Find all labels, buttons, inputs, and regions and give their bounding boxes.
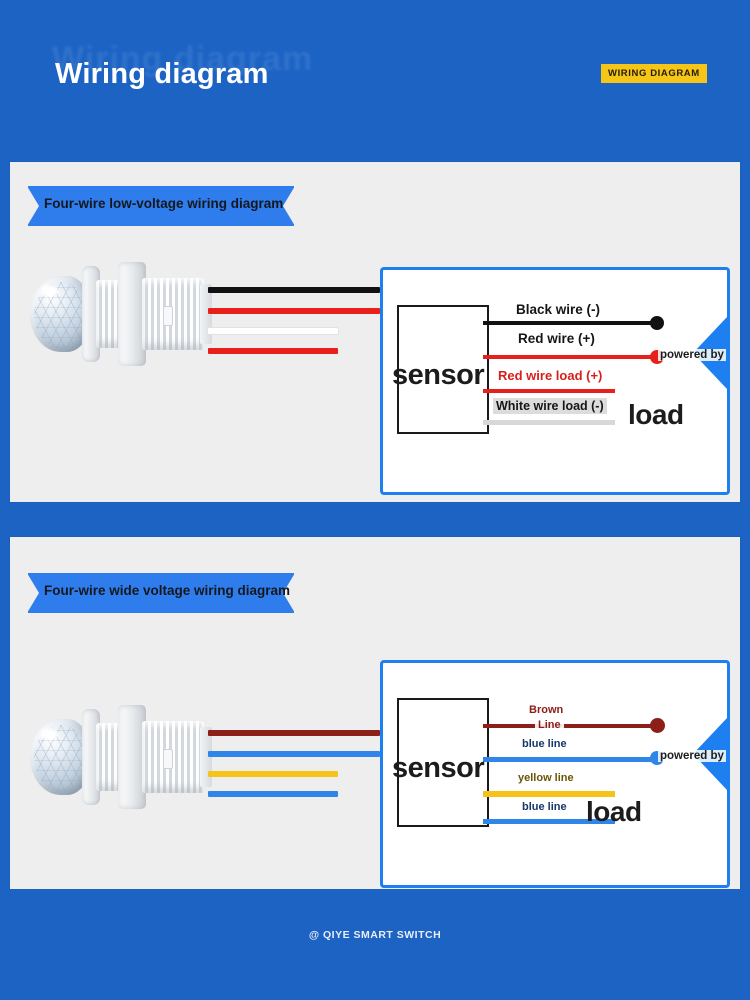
device-wire-blue-load — [208, 791, 338, 797]
sensor-thread-rear — [142, 721, 204, 793]
sensor-collar-nut — [118, 262, 146, 366]
schematic-terminal-brown — [650, 718, 665, 733]
device-wire-red-source — [208, 308, 380, 314]
section-tag-wide-voltage — [28, 573, 294, 613]
powered-by-label: powered by — [658, 750, 726, 762]
sensor-block-label: sensor — [392, 359, 485, 391]
sensor-body-slot — [163, 749, 173, 769]
sensor-body-slot — [163, 306, 173, 326]
load-block-label: load — [586, 796, 642, 827]
wire-label-brown-line2: Line — [535, 719, 564, 731]
pir-dome-lens-icon — [30, 276, 92, 352]
load-block-label: load — [628, 399, 684, 430]
status-badge: WIRING DIAGRAM — [601, 64, 707, 83]
section-panel-low-voltage: Four-wire low-voltage wiring diagram sen… — [10, 162, 740, 502]
schematic-wire-blue-source — [483, 757, 659, 762]
device-wire-yellow — [208, 771, 338, 777]
footer-brand-text: @ QIYE SMART SWITCH — [308, 929, 442, 941]
page-footer: @ QIYE SMART SWITCH — [0, 889, 750, 1000]
schematic-wire-red-load — [483, 389, 615, 393]
sensor-thread-rear — [142, 278, 204, 350]
wire-label-blue-source: blue line — [519, 738, 570, 750]
section-title-low-voltage: Four-wire low-voltage wiring diagram — [44, 196, 284, 211]
section-tag-low-voltage — [28, 186, 294, 226]
sensor-product-photo-low-voltage — [30, 262, 380, 372]
sensor-collar-nut — [118, 705, 146, 809]
schematic-wire-brown — [483, 724, 659, 728]
device-wire-blue-source — [208, 751, 380, 757]
device-wire-brown — [208, 730, 380, 736]
device-wire-black — [208, 287, 380, 293]
header-watermark-text: Wiring diagram — [52, 40, 314, 78]
sensor-thread-front — [96, 723, 122, 791]
sensor-block-low-voltage — [397, 305, 489, 434]
device-wire-red-load — [208, 348, 338, 354]
wire-label-yellow: yellow line — [515, 772, 577, 784]
schematic-wire-blue-load — [483, 819, 615, 824]
wire-label-white-load: White wire load (-) — [493, 398, 607, 414]
wire-label-red-source: Red wire (+) — [515, 331, 598, 346]
wire-label-brown-line1: Brown — [526, 704, 567, 716]
sensor-block-label: sensor — [392, 752, 485, 784]
section-panel-wide-voltage: Four-wire wide voltage wiring diagram se… — [10, 537, 740, 889]
sensor-barrel-tip — [200, 284, 212, 344]
sensor-barrel-tip — [200, 727, 212, 787]
wire-label-red-load: Red wire load (+) — [495, 368, 606, 383]
schematic-wire-white-load — [483, 420, 615, 425]
schematic-wire-yellow — [483, 791, 615, 797]
schematic-wire-red-source — [483, 355, 659, 359]
schematic-wire-black — [483, 321, 659, 325]
pir-dome-lens-icon — [30, 719, 92, 795]
wire-label-blue-load: blue line — [519, 801, 570, 813]
wiring-diagram-low-voltage: sensor Black wire (-) Red wire (+) Red w… — [380, 267, 730, 495]
powered-by-label: powered by — [658, 349, 726, 361]
section-title-wide-voltage: Four-wire wide voltage wiring diagram — [44, 583, 291, 598]
sensor-flange — [82, 709, 100, 805]
device-wire-white — [208, 328, 338, 334]
sensor-thread-front — [96, 280, 122, 348]
wiring-diagram-wide-voltage: sensor Brown Line blue line yellow line … — [380, 660, 730, 888]
schematic-terminal-black — [650, 316, 664, 330]
page-header: Wiring diagram Wiring diagram WIRING DIA… — [0, 0, 750, 152]
wire-label-black: Black wire (-) — [513, 302, 604, 317]
sensor-block-wide-voltage — [397, 698, 489, 827]
sensor-flange — [82, 266, 100, 362]
sensor-product-photo-wide-voltage — [30, 705, 380, 815]
page-title: Wiring diagram — [55, 58, 269, 90]
